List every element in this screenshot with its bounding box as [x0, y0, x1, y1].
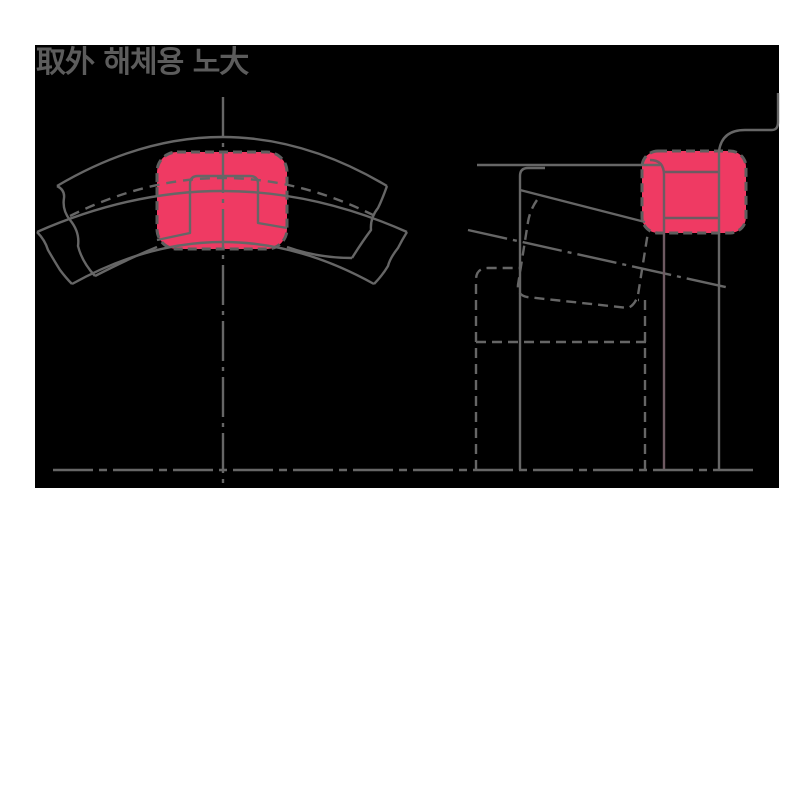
inner-ring-left-end [36, 231, 73, 285]
outer-ring-left-break [56, 184, 96, 277]
leader-line [717, 93, 780, 152]
contact-angle-line [467, 228, 731, 290]
inner-ring-dashed [474, 266, 520, 470]
right-highlight-region [640, 149, 748, 235]
inner-ring-right-dashed [638, 298, 647, 470]
diagram-title: 取外 해체용 노大 [36, 45, 249, 80]
outer-ring-edge [518, 166, 545, 470]
drawing-panel [35, 45, 779, 488]
outer-ring-inner-right [286, 245, 353, 260]
right-view [467, 93, 780, 470]
inner-ring-right-end [373, 231, 409, 285]
raceway-line [519, 188, 646, 224]
cage-edge [649, 158, 666, 470]
roller-outline-dashed [516, 199, 650, 310]
left-view [36, 97, 409, 488]
